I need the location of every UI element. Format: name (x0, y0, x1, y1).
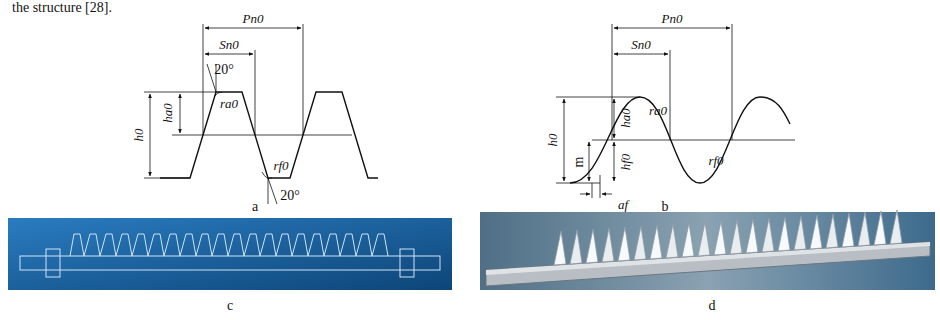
panel-letter: c (227, 299, 233, 313)
angle-label: 20° (214, 63, 234, 77)
tooth-cone (714, 221, 726, 255)
dimension-lines-a (144, 24, 352, 204)
tooth-cone (746, 219, 758, 253)
tooth-cone (794, 216, 806, 250)
angle-label: 20° (280, 189, 300, 203)
tooth-cone (826, 214, 838, 248)
tooth-cone (874, 211, 886, 245)
tooth-cone (586, 229, 598, 263)
tooth-cone (554, 231, 566, 265)
tool-render (486, 210, 930, 286)
tooth-cone (698, 222, 710, 256)
radius-label: rf0 (273, 159, 288, 172)
tool-outline (20, 234, 440, 277)
dimension-label: Pn0 (662, 12, 683, 25)
panel-letter: b (662, 200, 669, 214)
dimension-label: h0 (546, 134, 559, 147)
tooth-cone (858, 212, 870, 246)
trapezoid-profile (160, 92, 378, 178)
dimension-label: m (572, 157, 586, 168)
tool-drawing-panel (8, 218, 452, 290)
dimension-lines-b (556, 24, 795, 198)
tooth-cone (602, 228, 614, 262)
dimension-label: hf0 (619, 154, 632, 171)
caption-fragment: the structure [28]. (12, 1, 112, 15)
dimension-label: ha0 (161, 103, 174, 123)
panel-letter: a (252, 200, 258, 214)
radius-label: ra0 (649, 104, 667, 117)
tooth-cone (730, 220, 742, 254)
dimension-label: Sn0 (219, 38, 239, 51)
tooth-cone (778, 217, 790, 251)
tooth-cone (666, 224, 678, 258)
dimension-label: Sn0 (631, 38, 651, 51)
tooth-cone (842, 213, 854, 247)
radius-label: rf0 (708, 154, 723, 167)
tooth-cone (650, 225, 662, 259)
tool-render-panel (480, 212, 935, 290)
panel-letter: d (709, 299, 716, 313)
tooth-cone (682, 223, 694, 257)
dimension-label: ha0 (619, 108, 632, 128)
tooth-cone (570, 230, 582, 264)
tooth-cone (762, 218, 774, 252)
tooth-outline (70, 234, 388, 256)
radius-label: ra0 (220, 97, 238, 110)
tooth-cone (890, 210, 902, 244)
tooth-cone (634, 226, 646, 260)
tooth-cone (810, 215, 822, 249)
dimension-label: Pn0 (243, 12, 264, 25)
dimension-label: h0 (132, 129, 145, 142)
dimension-label: af (618, 198, 628, 211)
tooth-cone (618, 227, 630, 261)
